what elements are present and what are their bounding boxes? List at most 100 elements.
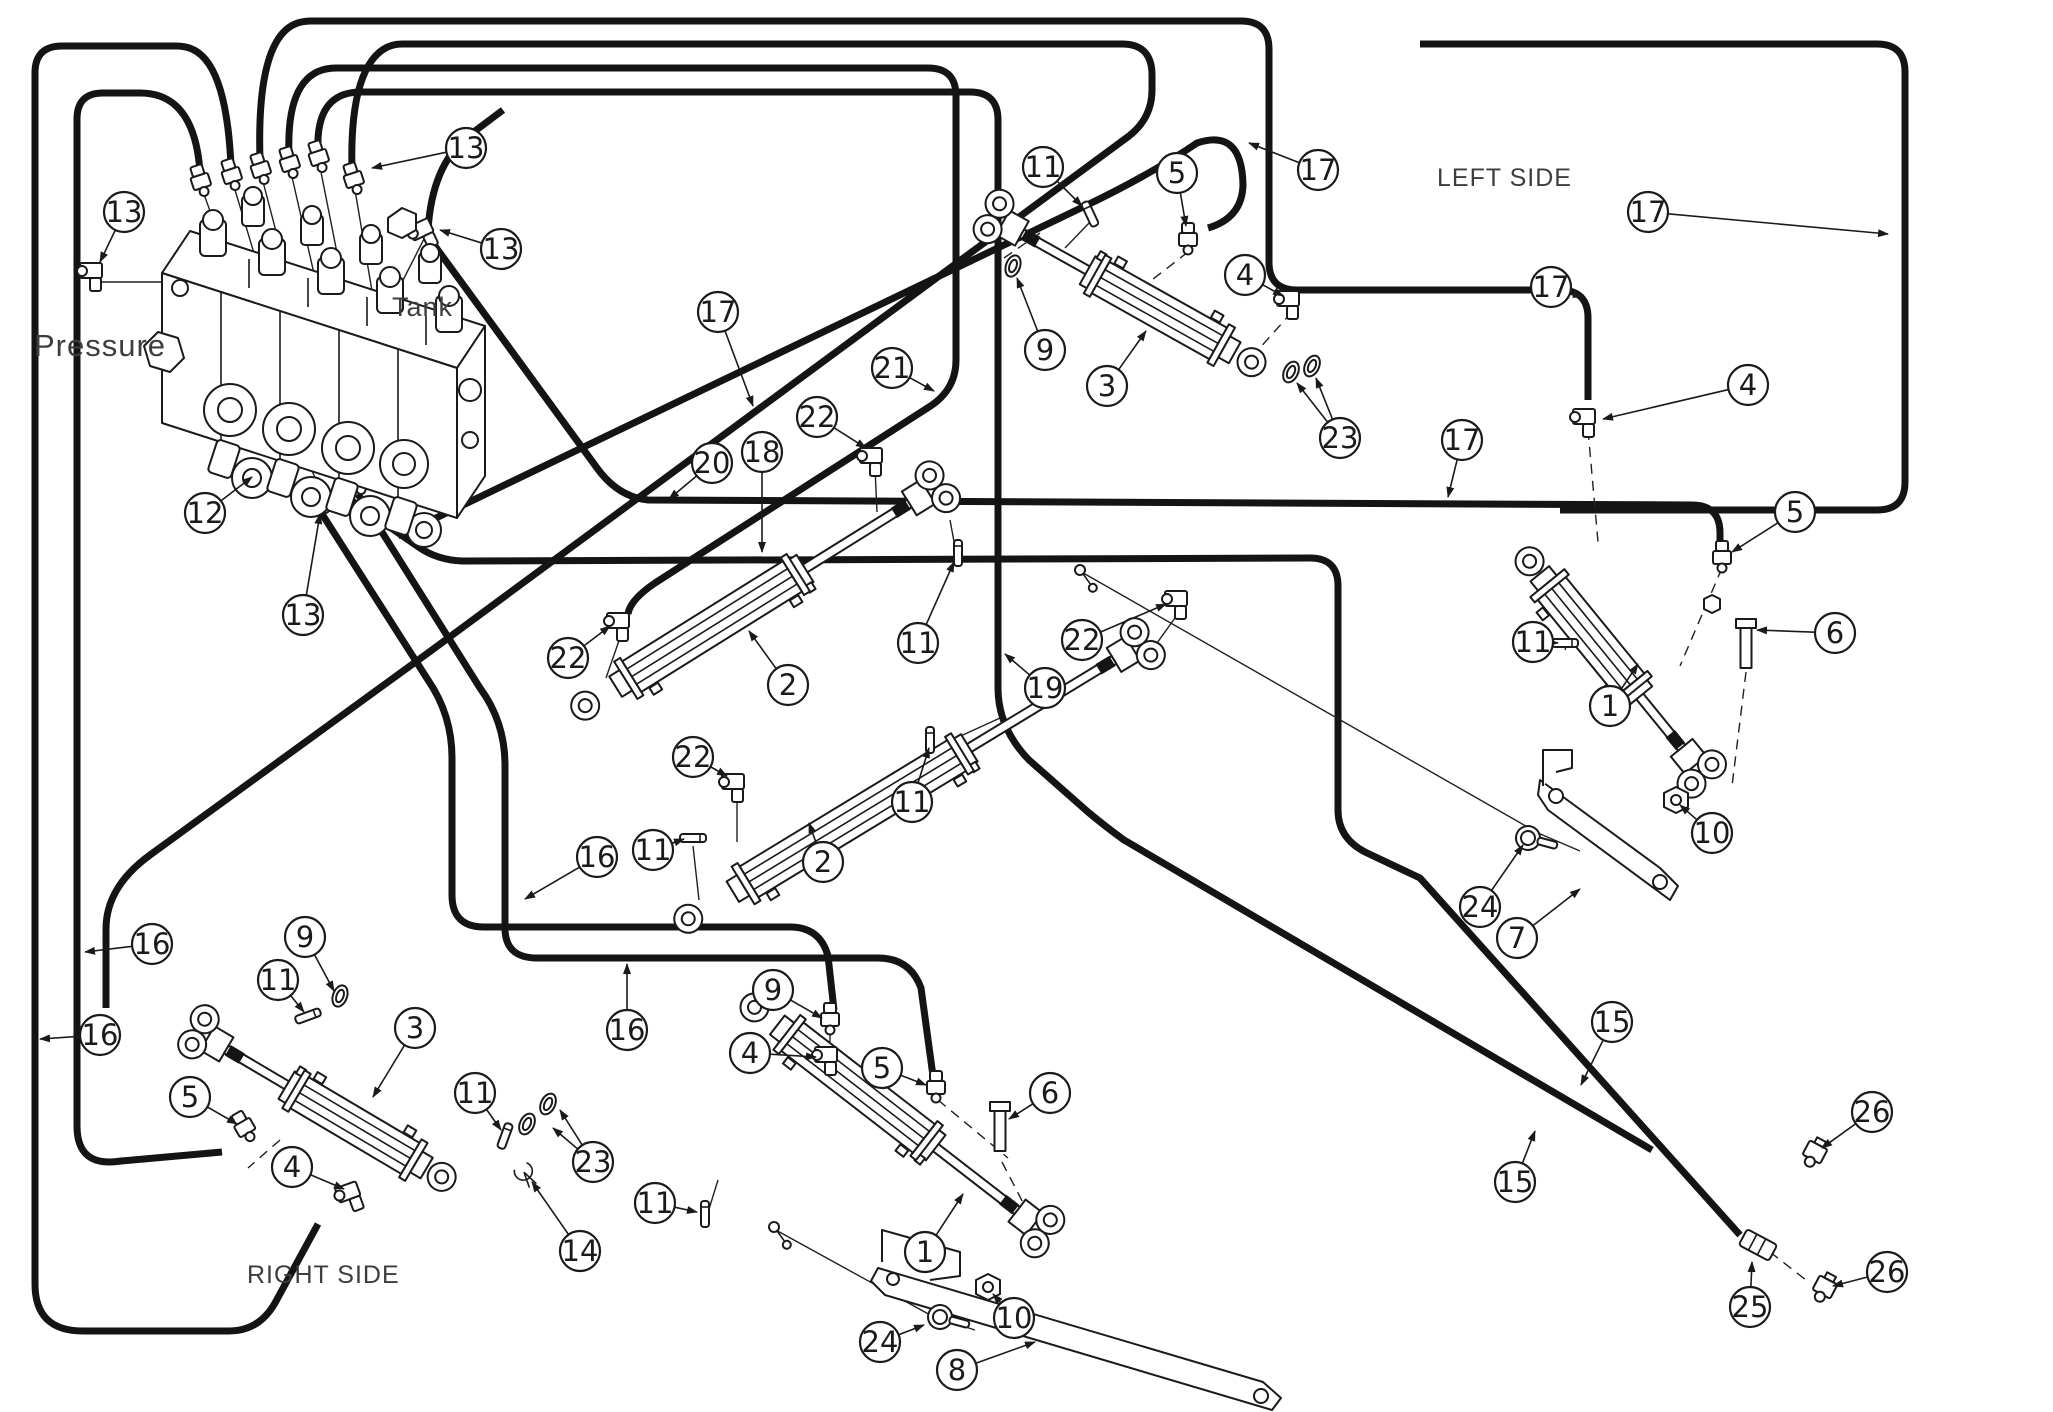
clamp-24a-fitting [927, 1304, 971, 1330]
callout-number-11f: 11 [900, 626, 937, 660]
callout-4c: 4 [270, 1145, 345, 1190]
callout-11f: 11 [896, 561, 955, 665]
callout-13b: 13 [99, 190, 146, 263]
parts-layer [76, 139, 1838, 1411]
callout-17f: 17 [1626, 190, 1889, 238]
callout-21: 21 [870, 346, 935, 392]
eyelet-cable-b-fitting [768, 1221, 792, 1250]
orifice-13-6-fitting [342, 161, 365, 196]
orifice-5b-fitting [1712, 540, 1732, 574]
coupler-25-fitting [1738, 1229, 1778, 1261]
valve-inlet-hex [143, 331, 185, 373]
elbow-4b-fitting [1569, 408, 1596, 438]
callout-25: 25 [1728, 1261, 1772, 1329]
orifice-5d-fitting [926, 1070, 946, 1104]
callout-10a: 10 [1679, 804, 1734, 855]
pin-11h-fitting [679, 833, 707, 843]
pin-11e-fitting [700, 1200, 710, 1228]
orifice-13-3-fitting [249, 151, 272, 186]
callout-1b: 1 [903, 1193, 964, 1274]
callout-26a: 26 [1821, 1090, 1894, 1149]
callout-11g: 11 [890, 747, 934, 824]
callout-11b: 11 [1511, 620, 1559, 664]
callout-5a: 5 [1155, 151, 1199, 227]
callout-4d: 4 [728, 1031, 817, 1075]
callout-26b: 26 [1832, 1250, 1909, 1294]
callout-number-25: 25 [1732, 1290, 1769, 1324]
valve-top-caps [199, 186, 463, 333]
bolt-6a-fitting [1735, 618, 1757, 669]
callout-15b: 15 [1493, 1130, 1537, 1204]
callout-19: 19 [1004, 653, 1067, 710]
callout-number-11g: 11 [894, 785, 931, 819]
callout-number-3b: 3 [406, 1011, 424, 1045]
callout-11c: 11 [256, 958, 305, 1013]
orifice-9c-fitting [820, 1002, 840, 1036]
callout-number-14: 14 [562, 1234, 599, 1268]
callout-11h: 11 [631, 828, 685, 872]
ring-23a1-fitting [1282, 360, 1300, 384]
callout-number-6a: 6 [1826, 616, 1844, 650]
callout-6b: 6 [1008, 1071, 1072, 1120]
callout-number-23a: 23 [1322, 421, 1359, 455]
callout-number-5c: 5 [181, 1080, 199, 1114]
callout-9c: 9 [751, 968, 823, 1019]
callout-number-15b: 15 [1497, 1165, 1534, 1199]
callout-4a: 4 [1223, 253, 1284, 297]
assembly-line [1143, 251, 1189, 287]
callout-number-9a: 9 [1036, 333, 1054, 367]
ring-9b-fitting [331, 984, 349, 1008]
callout-number-26b: 26 [1869, 1255, 1906, 1289]
pin-11d-fitting [496, 1122, 514, 1150]
callout-13a: 13 [371, 126, 488, 170]
callout-number-16a: 16 [134, 927, 171, 961]
callout-5d: 5 [860, 1046, 927, 1090]
callout-16c: 16 [524, 835, 619, 900]
callout-number-11h: 11 [635, 833, 672, 867]
callout-number-1a: 1 [1601, 689, 1619, 723]
pin-11c-fitting [294, 1007, 322, 1025]
callout-number-17c: 17 [1444, 423, 1481, 457]
callout-number-22d: 22 [675, 740, 712, 774]
callout-number-5b: 5 [1786, 495, 1804, 529]
callout-16e: 16 [605, 963, 649, 1052]
callout-number-26a: 26 [1854, 1095, 1891, 1129]
callout-6a: 6 [1756, 611, 1857, 655]
ring-23b2-fitting [518, 1112, 536, 1136]
hose-hose-16-upper [319, 512, 838, 1011]
assembly-line [247, 1139, 281, 1169]
callout-11d: 11 [453, 1071, 502, 1131]
callout-24b: 24 [1458, 844, 1524, 929]
assembly-line [1731, 671, 1747, 787]
callout-number-13a: 13 [448, 131, 485, 165]
elbow-13-pressure-fitting [76, 262, 103, 292]
orifice-13-1-fitting [189, 163, 212, 198]
callout-13c: 13 [439, 227, 523, 271]
orifice-5a-fitting [1178, 222, 1198, 256]
leader-line [1064, 221, 1091, 249]
callout-2b: 2 [801, 822, 845, 884]
callout-1a: 1 [1588, 663, 1639, 728]
callout-2a: 2 [748, 630, 810, 707]
hose-hose-20-to-right-cyl [429, 239, 1724, 548]
orifice-5c-fitting [231, 1110, 257, 1143]
callout-number-7: 7 [1508, 921, 1526, 955]
callout-5b: 5 [1731, 490, 1817, 553]
elbow-22a-fitting [856, 447, 883, 477]
callout-23b: 23 [552, 1109, 615, 1184]
elbow-22d-fitting [718, 773, 745, 803]
callout-17e: 17 [1529, 265, 1584, 309]
callout-number-15a: 15 [1594, 1005, 1631, 1039]
callout-number-12: 12 [187, 496, 224, 530]
leader-line [1077, 569, 1539, 834]
nut-10b-fitting [975, 1273, 1001, 1301]
hose-valve-to-cyl3b-rod [73, 89, 223, 1166]
callout-3b: 3 [372, 1006, 437, 1098]
callout-number-17e: 17 [1533, 270, 1570, 304]
callout-4b: 4 [1602, 363, 1770, 421]
hose-valve-to-hitch-15a [314, 88, 1654, 1154]
callout-number-13b: 13 [106, 195, 143, 229]
callout-22c: 22 [546, 625, 611, 680]
